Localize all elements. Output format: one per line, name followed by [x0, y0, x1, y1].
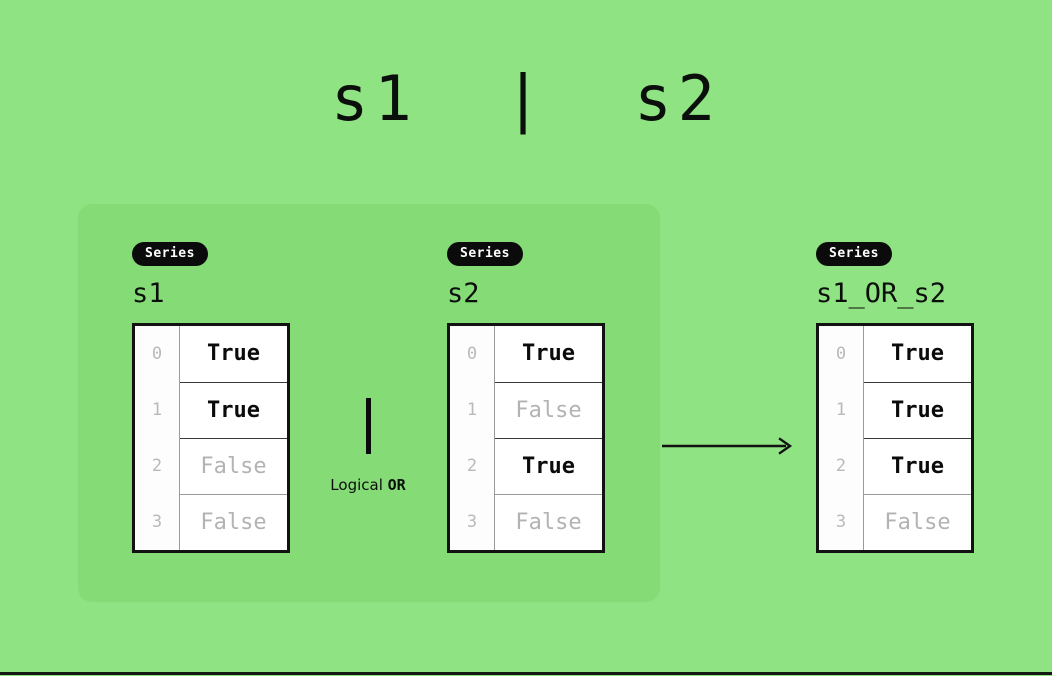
value-cell: False: [180, 494, 287, 550]
series-name: s1_OR_s2: [816, 278, 947, 309]
index-column: 0 1 2 3: [450, 326, 495, 550]
index-cell: 1: [151, 399, 163, 420]
page-title: s1 | s2: [331, 62, 721, 135]
value-cell: True: [522, 341, 575, 366]
value-column: True True True False: [864, 326, 971, 550]
series-badge: Series: [816, 242, 892, 266]
operator-label-strong: OR: [387, 476, 406, 494]
series-table-s2: 0 1 2 3 True False True False: [447, 323, 605, 553]
pipe-operator-icon: [365, 398, 371, 454]
series-block-s2: Series s2 0 1 2 3 True False True False: [447, 242, 605, 553]
index-cell: 0: [466, 343, 478, 364]
value-cell: False: [495, 382, 602, 438]
arrow-right-icon: [662, 437, 793, 455]
series-badge: Series: [132, 242, 208, 266]
bottom-rule: [0, 672, 1052, 675]
value-column: True True False False: [180, 326, 287, 550]
index-cell: 2: [151, 455, 163, 476]
series-table-result: 0 1 2 3 True True True False: [816, 323, 974, 553]
operator-label-prefix: Logical: [330, 476, 388, 494]
series-block-s1: Series s1 0 1 2 3 True True False False: [132, 242, 290, 553]
value-cell: True: [180, 382, 287, 438]
index-cell: 3: [466, 511, 478, 532]
index-column: 0 1 2 3: [135, 326, 180, 550]
value-cell: False: [864, 494, 971, 550]
index-cell: 3: [835, 511, 847, 532]
operator-label: Logical OR: [300, 476, 436, 494]
operator-group: Logical OR: [300, 398, 436, 494]
series-block-result: Series s1_OR_s2 0 1 2 3 True True True F…: [816, 242, 974, 553]
series-name: s2: [447, 278, 480, 309]
index-cell: 3: [151, 511, 163, 532]
index-cell: 1: [835, 399, 847, 420]
value-cell: False: [180, 438, 287, 494]
index-cell: 1: [466, 399, 478, 420]
value-cell: True: [207, 341, 260, 366]
index-cell: 2: [466, 455, 478, 476]
series-name: s1: [132, 278, 165, 309]
value-column: True False True False: [495, 326, 602, 550]
index-cell: 2: [835, 455, 847, 476]
index-cell: 0: [835, 343, 847, 364]
index-cell: 0: [151, 343, 163, 364]
index-column: 0 1 2 3: [819, 326, 864, 550]
value-cell: False: [495, 494, 602, 550]
series-badge: Series: [447, 242, 523, 266]
value-cell: True: [864, 438, 971, 494]
series-table-s1: 0 1 2 3 True True False False: [132, 323, 290, 553]
value-cell: True: [891, 341, 944, 366]
value-cell: True: [864, 382, 971, 438]
value-cell: True: [495, 438, 602, 494]
